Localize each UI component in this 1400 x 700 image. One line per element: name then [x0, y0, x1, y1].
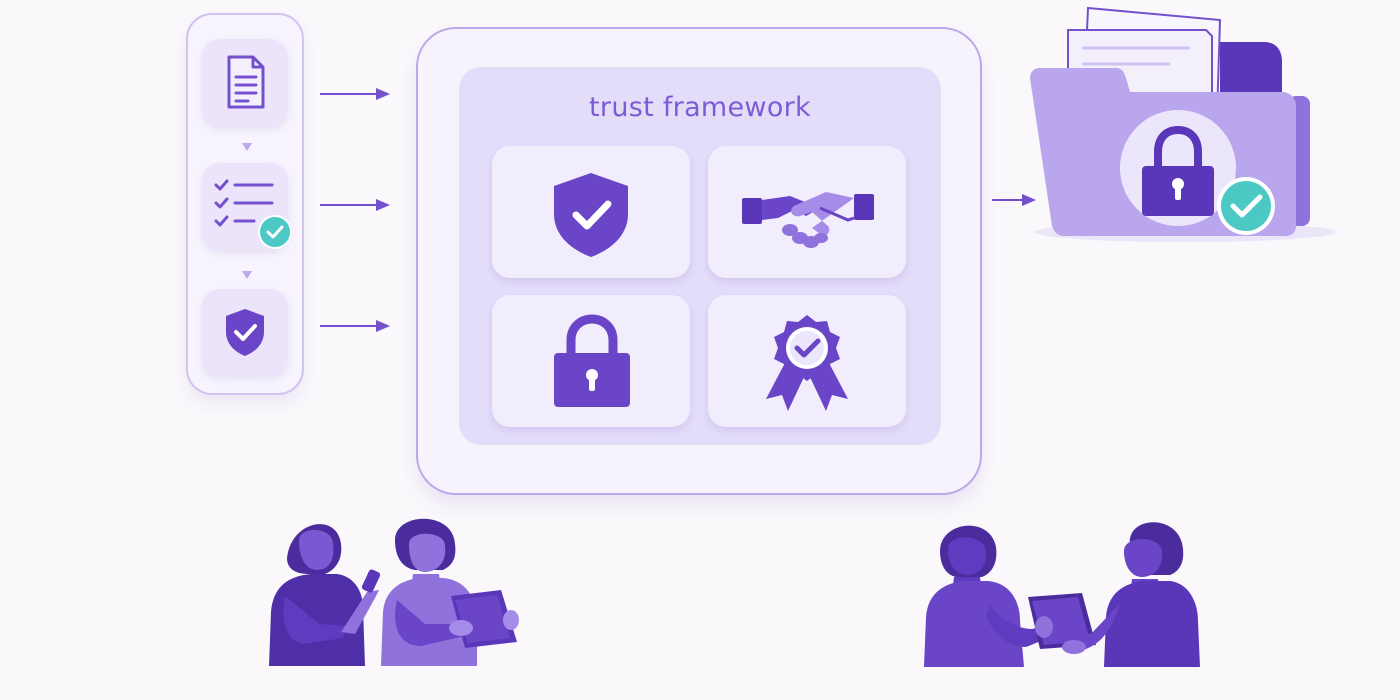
shield-check-icon — [226, 309, 264, 356]
check-badge-icon — [258, 215, 292, 249]
person-tablet-icon — [381, 518, 519, 666]
shield-check-icon — [554, 173, 628, 257]
person-tablet-icon — [1028, 522, 1200, 667]
framework-tile-privacy — [492, 295, 690, 427]
person-phone-icon — [269, 524, 381, 666]
trust-framework-panel — [459, 67, 941, 445]
flow-arrow-icon — [320, 88, 390, 100]
flow-arrow-icon — [992, 194, 1036, 206]
flow-arrow-icon — [320, 199, 390, 211]
document-icon — [227, 55, 265, 109]
framework-tile-certification — [708, 295, 906, 427]
input-pipeline-card — [186, 13, 304, 395]
person-listening-icon — [924, 525, 1056, 667]
checklist-icon — [214, 179, 274, 227]
framework-title: trust framework — [589, 92, 811, 123]
handshake-icon — [742, 192, 874, 248]
framework-tile-security — [492, 146, 690, 278]
pipeline-step-shield — [202, 289, 288, 375]
flow-arrow-icon — [320, 320, 390, 332]
left-team-illustration — [269, 518, 519, 666]
secure-folder-icon — [1030, 6, 1335, 242]
framework-tile-agreement — [708, 146, 906, 278]
pipeline-step-document — [202, 39, 288, 125]
padlock-icon — [554, 314, 630, 407]
pipeline-step-checklist — [202, 163, 292, 249]
right-team-illustration — [924, 522, 1200, 667]
down-arrow-icon — [242, 271, 252, 279]
down-arrow-icon — [242, 143, 252, 151]
award-badge-icon — [766, 315, 848, 411]
